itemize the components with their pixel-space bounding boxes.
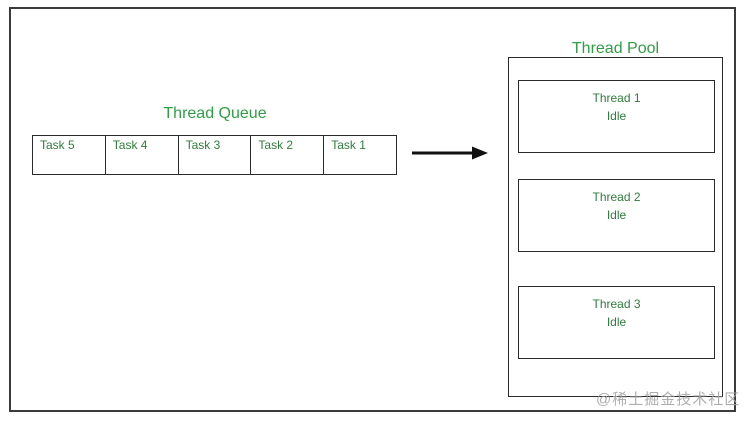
thread-status: Idle bbox=[606, 109, 627, 123]
thread-status: Idle bbox=[606, 208, 627, 222]
queue-cell-task5: Task 5 bbox=[33, 136, 106, 174]
thread-status: Idle bbox=[606, 315, 627, 329]
queue-cell-label: Task 2 bbox=[258, 138, 294, 152]
queue-cell-task1: Task 1 bbox=[324, 136, 396, 174]
thread-box-3: Thread 3 Idle bbox=[518, 286, 715, 359]
pool-title: Thread Pool bbox=[571, 40, 660, 57]
task-queue: Task 5 Task 4 Task 3 Task 2 Task 1 bbox=[32, 135, 397, 175]
thread-name: Thread 3 bbox=[592, 297, 641, 311]
queue-cell-task3: Task 3 bbox=[179, 136, 252, 174]
queue-title: Thread Queue bbox=[163, 105, 267, 122]
right-arrow-icon bbox=[410, 143, 490, 163]
thread-name: Thread 2 bbox=[592, 190, 641, 204]
thread-box-2: Thread 2 Idle bbox=[518, 179, 715, 252]
queue-cell-label: Task 4 bbox=[112, 138, 148, 152]
watermark: @稀土掘金技术社区 bbox=[596, 391, 741, 408]
queue-cell-task2: Task 2 bbox=[251, 136, 325, 174]
thread-pool-frame: Thread 1 Idle Thread 2 Idle Thread 3 Idl… bbox=[508, 57, 723, 397]
queue-cell-label: Task 5 bbox=[40, 138, 75, 152]
thread-name: Thread 1 bbox=[592, 91, 641, 105]
thread-box-1: Thread 1 Idle bbox=[518, 80, 715, 153]
queue-cell-task4: Task 4 bbox=[106, 136, 179, 174]
queue-cell-label: Task 1 bbox=[331, 138, 366, 152]
queue-cell-label: Task 3 bbox=[185, 138, 221, 152]
